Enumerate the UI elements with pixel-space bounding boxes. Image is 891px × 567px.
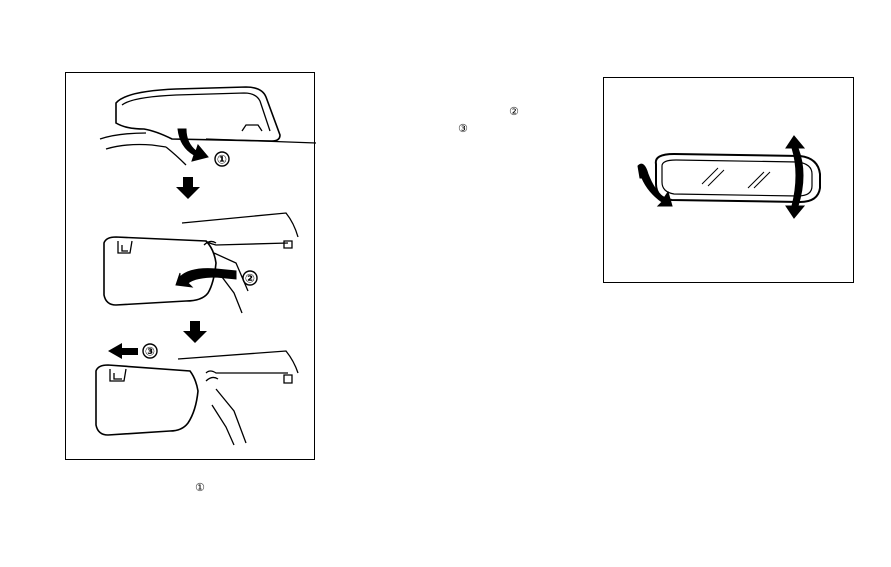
visor-step-2 xyxy=(103,212,299,314)
visor-step-3 xyxy=(95,350,299,446)
callout-1: ① xyxy=(217,153,227,167)
step-2-mark: ② xyxy=(509,105,519,118)
left-arrow-icon xyxy=(108,343,138,359)
visor-step-1 xyxy=(99,86,316,166)
callout-3: ③ xyxy=(145,345,155,359)
sun-visor-drawing: ① ② ③ xyxy=(95,86,316,446)
step-1-mark: ① xyxy=(195,481,205,494)
callout-2: ② xyxy=(245,272,255,286)
rotate-arrow-icon xyxy=(637,163,673,207)
arrow-2 xyxy=(175,268,237,288)
down-arrow-icon xyxy=(183,321,207,343)
down-arrow-icon xyxy=(176,177,200,199)
sun-visor-illustration: ① ② ③ xyxy=(65,72,316,460)
step-3-mark: ③ xyxy=(458,122,468,135)
rearview-mirror-illustration xyxy=(603,77,854,283)
arrow-1 xyxy=(177,128,209,162)
tilt-arrow-icon xyxy=(785,135,806,219)
mirror-drawing xyxy=(637,135,821,219)
